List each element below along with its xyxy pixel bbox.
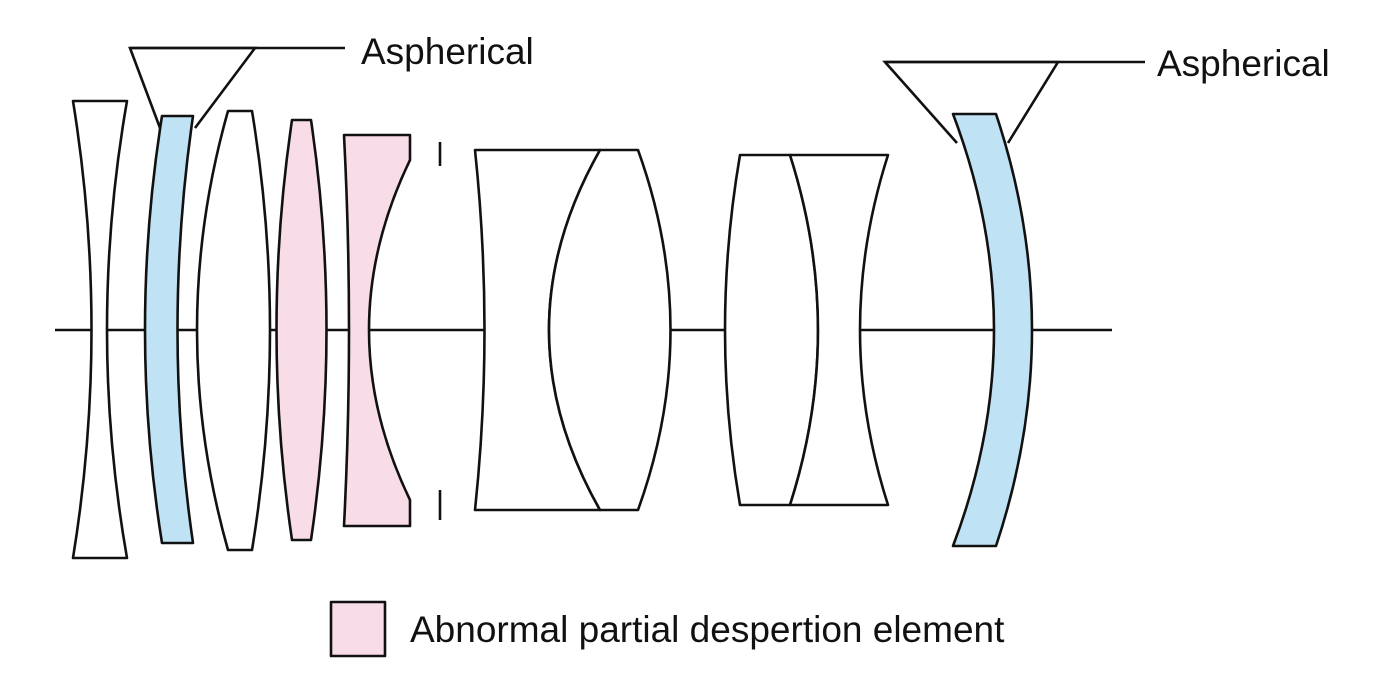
legend-swatch [329, 600, 387, 658]
legend-label: Abnormal partial despertion element [410, 609, 1005, 650]
lens-element-3 [195, 109, 272, 552]
aspherical-label-left: Aspherical [361, 31, 534, 72]
lens-element-1 [71, 99, 129, 560]
lens-element-7 [547, 148, 672, 512]
aspherical-label-right: Aspherical [1157, 43, 1330, 84]
lens-element-5-abnormal-dispersion [342, 133, 412, 528]
lens-element-2-aspherical [143, 114, 195, 545]
lens-element-4-abnormal-dispersion [275, 118, 328, 542]
lens-element-10-aspherical [951, 112, 1034, 548]
lens-element-9 [788, 153, 890, 507]
